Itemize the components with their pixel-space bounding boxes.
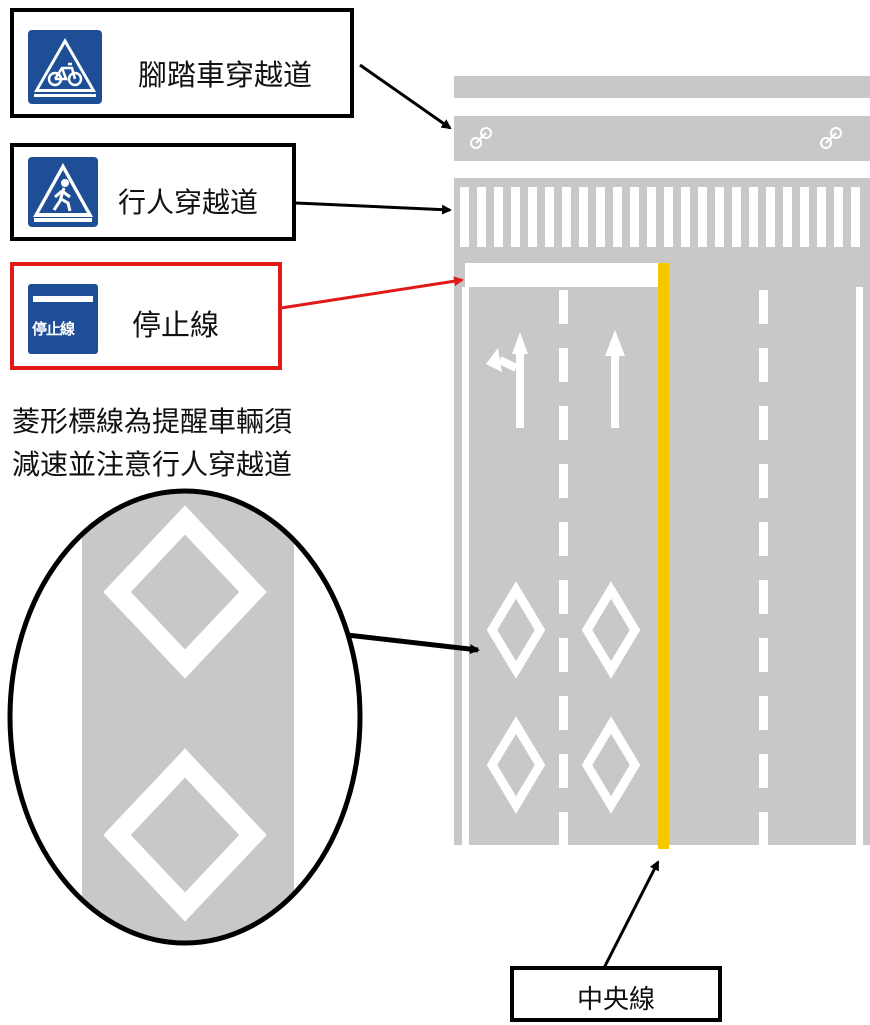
zebra-stripe <box>817 187 826 247</box>
lane-dash <box>759 290 768 324</box>
lane-dash <box>759 580 768 614</box>
zebra-stripe <box>851 187 860 247</box>
lane-dash <box>559 580 568 614</box>
zebra-stripe <box>664 187 673 247</box>
lane-dash <box>759 464 768 498</box>
center-line-label: 中央線 <box>576 985 655 1015</box>
diamond-marking-zoomed <box>103 505 267 679</box>
lane-dash <box>759 754 768 788</box>
diamond-note-line-2: 減速並注意行人穿越道 <box>12 448 293 481</box>
right-edge-line <box>856 287 863 847</box>
diamond-marking <box>486 581 546 679</box>
left-edge-line <box>462 287 469 847</box>
zebra-stripe <box>460 187 469 247</box>
lane-dash <box>759 522 768 556</box>
zebra-stripe <box>749 187 758 247</box>
road-top-band <box>454 76 870 98</box>
stop-line-sign-text: 停止線 <box>32 320 75 338</box>
pedestrian-crossing-callout: 行人穿越道 <box>10 143 296 241</box>
zebra-stripe <box>732 187 741 247</box>
bicycle-marking-right <box>820 127 842 149</box>
lane-divider-dashes-right <box>759 290 768 846</box>
zebra-stripe <box>766 187 775 247</box>
diamond-marking <box>486 716 546 814</box>
bicycle-crossing-label: 腳踏車穿越道 <box>138 58 313 92</box>
pedestrian-pointer-arrow <box>295 201 452 215</box>
zebra-stripe <box>698 187 707 247</box>
stop-line-marking <box>465 263 660 287</box>
left-straight-arrow-marking <box>486 332 528 428</box>
zebra-stripes <box>460 187 860 247</box>
zebra-stripe <box>579 187 588 247</box>
zebra-stripe <box>477 187 486 247</box>
center-line-callout: 中央線 <box>510 966 722 1022</box>
bicycle-crossing-callout: 腳踏車穿越道 <box>10 8 354 118</box>
zebra-stripe <box>596 187 605 247</box>
stop-line-pointer-arrow <box>280 276 464 310</box>
center-line-marking <box>658 263 669 849</box>
lane-dash <box>559 754 568 788</box>
zebra-stripe <box>647 187 656 247</box>
stop-line-sign-icon: 停止線 <box>28 284 98 354</box>
lane-dash <box>559 812 568 846</box>
lane-dash <box>559 290 568 324</box>
lane-dash <box>759 638 768 672</box>
diamond-marking <box>581 716 641 814</box>
bicycle-pointer-arrow <box>359 63 452 130</box>
center-line-pointer-arrow <box>602 860 660 969</box>
diamond-pointer-arrow <box>346 632 480 655</box>
stop-line-label: 停止線 <box>132 308 220 342</box>
zebra-stripe <box>715 187 724 247</box>
zoom-ellipse <box>7 488 363 946</box>
lane-dash <box>759 348 768 382</box>
zebra-stripe <box>800 187 809 247</box>
lane-dash <box>559 348 568 382</box>
lane-dash <box>559 696 568 730</box>
zebra-stripe <box>562 187 571 247</box>
lane-dash <box>759 696 768 730</box>
bicycle-crossing-band <box>454 116 870 161</box>
zoom-detail <box>10 491 360 943</box>
lane-dash <box>759 406 768 440</box>
zebra-stripe <box>511 187 520 247</box>
lane-dash <box>559 406 568 440</box>
lane-dash <box>559 638 568 672</box>
pedestrian-crossing-sign-icon <box>28 157 98 227</box>
zebra-stripe <box>630 187 639 247</box>
diamond-marking-zoomed <box>103 748 267 922</box>
pedestrian-crossing-label: 行人穿越道 <box>118 186 259 219</box>
zebra-stripe <box>834 187 843 247</box>
zebra-stripe <box>528 187 537 247</box>
bicycle-marking-left <box>470 127 492 149</box>
stop-line-callout: 停止線 停止線 <box>10 262 282 370</box>
lane-divider-dashes-left <box>559 290 568 846</box>
zebra-stripe <box>613 187 622 247</box>
zebra-stripe <box>783 187 792 247</box>
zebra-stripe <box>681 187 690 247</box>
lane-dash <box>559 464 568 498</box>
zebra-stripe <box>545 187 554 247</box>
lane-dash <box>759 812 768 846</box>
diamond-marking <box>581 581 641 679</box>
zebra-stripe <box>494 187 503 247</box>
bicycle-crossing-sign-icon <box>28 30 102 104</box>
lane-dash <box>559 522 568 556</box>
diamond-note-line-1: 菱形標線為提醒車輛須 <box>12 405 293 438</box>
straight-arrow-marking <box>605 330 625 428</box>
